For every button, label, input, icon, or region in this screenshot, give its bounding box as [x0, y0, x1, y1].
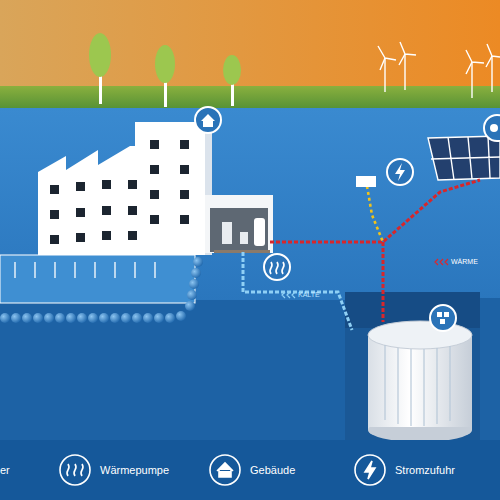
wind-turbines: [378, 42, 500, 98]
factory-building: [38, 122, 273, 255]
heat-cable: [270, 180, 480, 242]
ground-front: [0, 300, 345, 440]
flow-label: WÄRME: [451, 258, 478, 266]
flow-chevrons: [282, 292, 295, 298]
map-icon-symbols: [201, 114, 498, 324]
cold-cable: [243, 252, 352, 330]
legend-text: Wärmepumpe: [100, 464, 169, 476]
legend-text: Gebäude: [250, 464, 295, 476]
power-cable: [367, 186, 383, 242]
map-icons: [195, 107, 500, 331]
legend-band: [0, 440, 500, 500]
parking-lot: [0, 255, 195, 303]
pit: [345, 292, 480, 440]
legend-text: er: [0, 464, 10, 476]
legend-icons: [60, 455, 385, 485]
flow-label: KÄLTE: [298, 291, 320, 299]
ice-storage-tank: [368, 321, 472, 442]
sky: [0, 0, 500, 92]
ground-plane: [0, 108, 500, 302]
trees: [89, 33, 241, 107]
junction-box: [356, 176, 376, 187]
heat-cable: [382, 242, 385, 322]
solar-panels: [428, 136, 500, 180]
legend-text: Stromzufuhr: [395, 464, 455, 476]
ground-front: [480, 298, 500, 440]
bollards: [0, 257, 203, 323]
flow-chevrons: [435, 259, 448, 265]
